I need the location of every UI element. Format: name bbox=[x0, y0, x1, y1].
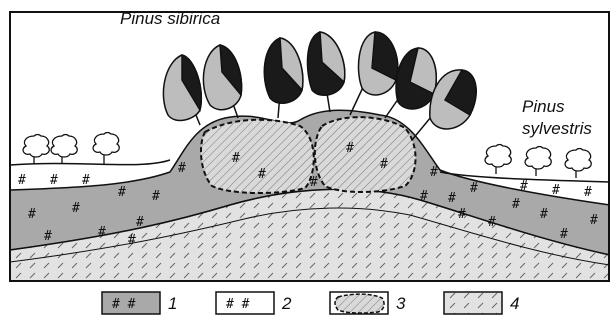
svg-text:#: # bbox=[232, 151, 240, 166]
tree-sibirica-1 bbox=[163, 55, 201, 125]
svg-text:#: # bbox=[18, 173, 26, 188]
svg-text:#: # bbox=[448, 191, 456, 206]
legend-number-1: 1 bbox=[168, 294, 177, 313]
small-tree-left-3 bbox=[93, 133, 119, 165]
legend-item-1: # # 1 bbox=[102, 292, 177, 314]
svg-text:#: # bbox=[560, 227, 568, 242]
svg-text:#: # bbox=[50, 173, 58, 188]
svg-text:#: # bbox=[310, 175, 318, 190]
svg-text:#: # bbox=[128, 233, 136, 248]
legend-item-2: # # 2 bbox=[216, 292, 292, 314]
svg-text:#: # bbox=[488, 215, 496, 230]
svg-text:#: # bbox=[82, 173, 90, 188]
svg-text:#: # bbox=[430, 165, 438, 180]
svg-text:#: # bbox=[346, 141, 354, 156]
small-tree-right-3 bbox=[565, 149, 591, 179]
svg-text:#: # bbox=[152, 189, 160, 204]
label-pinus-sylvestris-line1: Pinus bbox=[522, 97, 565, 116]
small-tree-left-1 bbox=[23, 135, 49, 165]
svg-text:#: # bbox=[98, 225, 106, 240]
svg-text:#: # bbox=[584, 185, 592, 200]
label-pinus-sylvestris-line2: sylvestris bbox=[522, 119, 592, 138]
svg-text:#: # bbox=[28, 207, 36, 222]
legend: # # 1 # # 2 3 4 bbox=[102, 292, 519, 314]
small-tree-right-2 bbox=[525, 147, 551, 177]
tree-sibirica-3 bbox=[264, 38, 303, 118]
tree-sibirica-2 bbox=[203, 45, 241, 118]
legend-swatch-2-symbol: # # bbox=[226, 297, 250, 312]
svg-text:#: # bbox=[458, 207, 466, 222]
svg-text:#: # bbox=[380, 157, 388, 172]
legend-number-2: 2 bbox=[281, 294, 292, 313]
svg-text:#: # bbox=[258, 167, 266, 182]
svg-text:#: # bbox=[590, 213, 598, 228]
small-tree-left-2 bbox=[51, 135, 77, 164]
legend-item-4: 4 bbox=[444, 292, 519, 314]
layer-3-lens-left bbox=[201, 120, 314, 193]
legend-number-4: 4 bbox=[510, 294, 519, 313]
svg-text:#: # bbox=[420, 189, 428, 204]
legend-number-3: 3 bbox=[396, 294, 406, 313]
legend-swatch-1-symbol: # # bbox=[112, 297, 136, 312]
svg-text:#: # bbox=[520, 179, 528, 194]
svg-text:#: # bbox=[470, 181, 478, 196]
svg-text:#: # bbox=[72, 201, 80, 216]
svg-text:#: # bbox=[118, 185, 126, 200]
svg-text:#: # bbox=[136, 215, 144, 230]
legend-item-3: 3 bbox=[330, 292, 406, 314]
svg-text:#: # bbox=[178, 161, 186, 176]
layer-3-lens-right bbox=[315, 117, 416, 192]
tree-sibirica-5 bbox=[350, 32, 398, 115]
legend-swatch-3-lens bbox=[335, 294, 384, 313]
svg-text:#: # bbox=[552, 183, 560, 198]
svg-text:#: # bbox=[44, 229, 52, 244]
svg-text:#: # bbox=[540, 207, 548, 222]
tree-sibirica-4 bbox=[307, 32, 344, 112]
legend-swatch-4 bbox=[444, 292, 502, 314]
label-pinus-sibirica: Pinus sibirica bbox=[120, 9, 220, 28]
svg-text:#: # bbox=[512, 197, 520, 212]
